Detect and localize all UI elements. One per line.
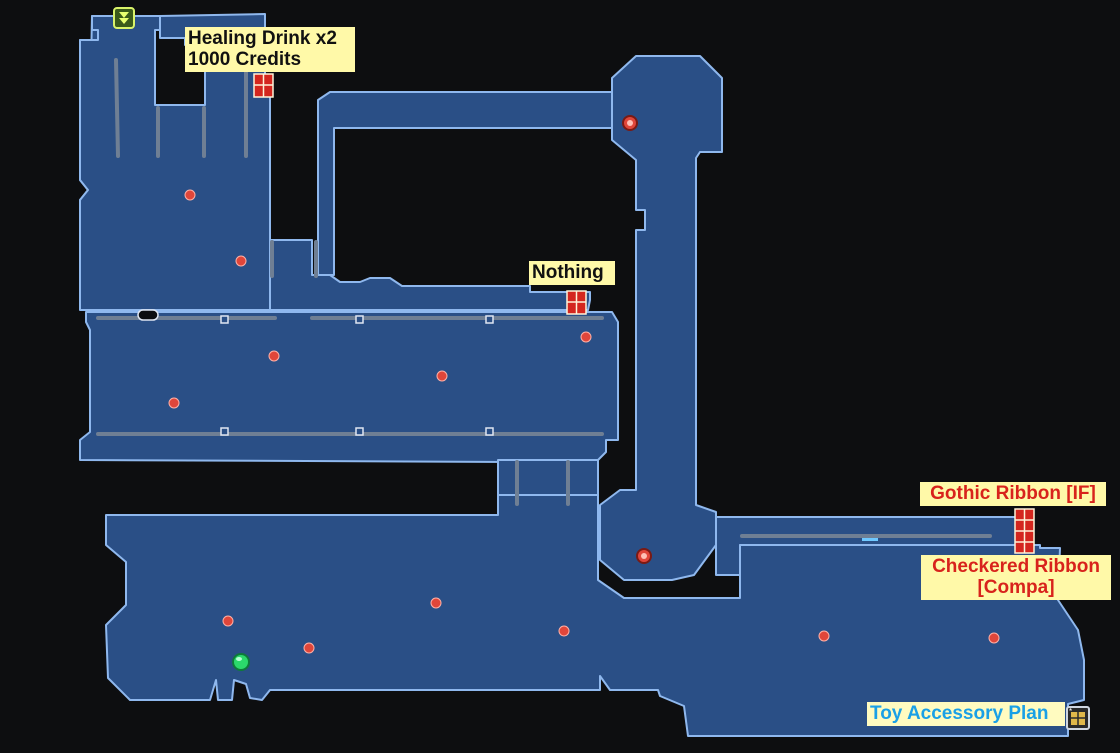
- enemy-symbol-icon[interactable]: [558, 625, 570, 637]
- enemy-symbol-icon[interactable]: [184, 189, 196, 201]
- rail-post: [137, 309, 159, 321]
- label-plan-text: Toy Accessory Plan: [870, 703, 1049, 724]
- enemy-symbol-icon[interactable]: [235, 255, 247, 267]
- enemy-symbol-icon[interactable]: [268, 350, 280, 362]
- label-east-chest-top: Gothic Ribbon [IF]: [920, 482, 1106, 506]
- label-mid-chest: Nothing: [529, 261, 615, 285]
- svg-text:*: *: [1069, 707, 1072, 716]
- label-east-chest-bottom: Checkered Ribbon [Compa]: [921, 555, 1111, 600]
- rail: [114, 58, 120, 158]
- label-east-chest-top-text: Gothic Ribbon [IF]: [930, 483, 1096, 504]
- label-top-chest-line1: Healing Drink x2: [188, 28, 337, 49]
- chest-middle[interactable]: [566, 290, 587, 315]
- strong-enemies: [622, 115, 652, 564]
- rail-post: [355, 427, 364, 436]
- enemy-symbol-icon[interactable]: [580, 331, 592, 343]
- enemy-symbol-icon[interactable]: [436, 370, 448, 382]
- strong-enemy-icon[interactable]: [627, 120, 633, 126]
- chest-top[interactable]: [253, 73, 274, 98]
- map-posts: [137, 309, 494, 436]
- label-mid-chest-text: Nothing: [532, 262, 604, 283]
- exit-arrow-icon[interactable]: [113, 7, 135, 29]
- door-marker: [862, 538, 878, 541]
- label-top-chest: Healing Drink x2 1000 Credits: [185, 27, 355, 72]
- chest-east[interactable]: [1014, 508, 1035, 554]
- floor-vertical-tower: [599, 55, 723, 581]
- label-east-chest-bottom-line1: Checkered Ribbon: [932, 556, 1100, 577]
- rail-post: [220, 315, 229, 324]
- map-floor: [79, 13, 1085, 737]
- rail-post: [355, 315, 364, 324]
- enemy-symbol-icon[interactable]: [168, 397, 180, 409]
- floor-upper-corridor: [317, 91, 613, 276]
- rail-post: [220, 427, 229, 436]
- enemy-symbol-icon[interactable]: [988, 632, 1000, 644]
- plan-item-icon[interactable]: *: [1066, 706, 1090, 730]
- floor-bottom-area: [105, 494, 1085, 737]
- enemies: [168, 189, 1000, 654]
- enemy-symbol-icon[interactable]: [430, 597, 442, 609]
- rail-post: [485, 315, 494, 324]
- enemy-symbol-icon[interactable]: [222, 615, 234, 627]
- label-plan: Toy Accessory Plan: [867, 702, 1065, 726]
- floor-middle-hall: [79, 311, 619, 463]
- enemy-symbol-icon[interactable]: [303, 642, 315, 654]
- label-east-chest-bottom-line2: [Compa]: [977, 577, 1055, 598]
- label-top-chest-line2: 1000 Credits: [188, 49, 302, 70]
- enemy-symbol-icon[interactable]: [818, 630, 830, 642]
- strong-enemy-icon[interactable]: [641, 553, 647, 559]
- rail-post: [485, 427, 494, 436]
- player-marker-icon: [232, 653, 250, 671]
